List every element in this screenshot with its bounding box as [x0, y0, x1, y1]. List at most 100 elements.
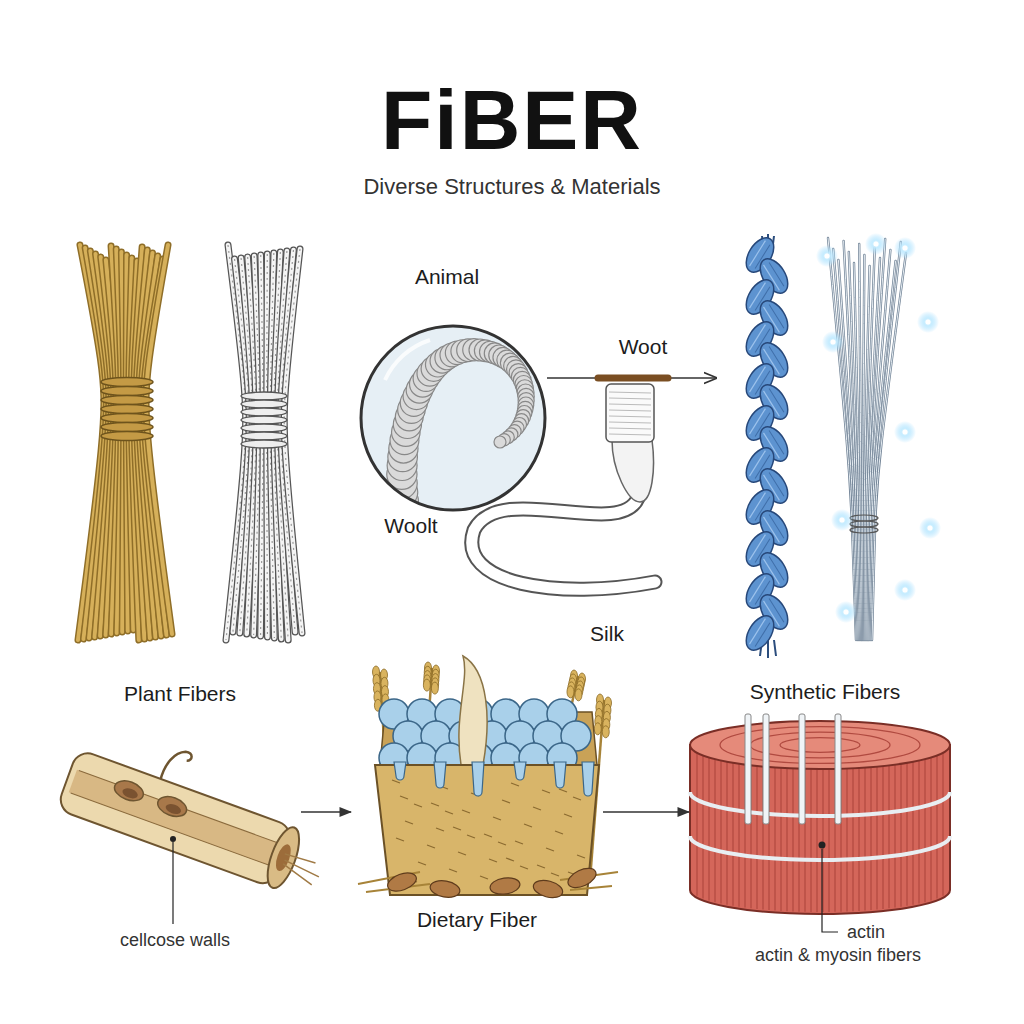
optical-tie [850, 527, 878, 533]
muscle-striation [924, 759, 925, 902]
wheat-grain [567, 686, 574, 698]
braid-strand [741, 611, 780, 655]
leader-dot [170, 836, 176, 842]
spool-thread [609, 434, 651, 435]
light-point [928, 526, 933, 531]
seed [429, 879, 461, 900]
light-point [831, 340, 836, 345]
light-glow [831, 509, 853, 531]
tube-body [56, 749, 294, 888]
rope-wrap [241, 392, 287, 400]
synthetic-rod [799, 714, 805, 824]
light-glow [894, 579, 916, 601]
muscle-striation [912, 762, 913, 905]
muscle-striation [732, 763, 733, 906]
plant-fiber-tube [56, 717, 343, 902]
lens-background [361, 326, 545, 510]
muscle-striation [702, 755, 703, 898]
muscle-striation [756, 766, 757, 909]
part-label: Woot [619, 335, 668, 359]
leader-dot [819, 842, 826, 849]
spool-rod [598, 375, 668, 382]
muscle-striation [906, 763, 907, 906]
basket-texture [573, 797, 581, 800]
rope-fiber-bundle [226, 245, 302, 640]
muscle-striation [930, 757, 931, 900]
light-point [844, 610, 849, 615]
gel-drip [472, 762, 484, 796]
basket-texture [502, 800, 510, 803]
rope-strand [284, 249, 302, 633]
muscle-striation [792, 768, 793, 911]
rope-wrap [241, 424, 287, 432]
light-glow [894, 421, 916, 443]
part-label: Woolt [384, 514, 437, 538]
braid-segment [741, 611, 780, 655]
basket-texture [400, 796, 408, 799]
muscle-striation [882, 766, 883, 909]
basket-texture [484, 834, 492, 837]
light-glow [822, 331, 844, 353]
muscle-striation [828, 769, 829, 912]
rope-wrap [241, 440, 287, 448]
basket-texture [414, 804, 422, 807]
rope-wrap [241, 432, 287, 440]
basket-texture [405, 821, 413, 824]
braid-stripe [755, 623, 770, 647]
part-label: actin & myosin fibers [755, 945, 921, 966]
basket-texture [551, 873, 559, 876]
dietary-fiber-illustration [358, 656, 618, 901]
muscle-striation [888, 765, 889, 908]
spool-body [606, 384, 654, 442]
optical-strand [871, 242, 901, 640]
muscle-striation [942, 753, 943, 896]
basket-texture [427, 845, 435, 848]
light-glow [917, 311, 939, 333]
pointer-arrow [547, 377, 716, 379]
basket-texture [520, 866, 528, 869]
muscle-striation [870, 767, 871, 910]
synthetic-rod [835, 714, 841, 824]
light-point [903, 246, 908, 251]
basket-texture [498, 842, 506, 845]
muscle-striation [918, 761, 919, 904]
muscle-striation [816, 769, 817, 912]
light-glow [865, 233, 887, 255]
muscle-bundle [690, 714, 950, 914]
optical-tie [850, 521, 878, 527]
spool-thread [609, 410, 651, 411]
basket-texture [546, 848, 554, 851]
gel-drip [554, 762, 566, 788]
gel-drip [582, 762, 594, 796]
cell-pore-inner [164, 802, 182, 816]
cell-pore [155, 793, 189, 820]
illustration-root [56, 233, 950, 932]
illustration-group: Dietary Fiber [352, 648, 602, 936]
basket-front [375, 765, 599, 895]
tube-wall [69, 770, 286, 868]
group-heading: Dietary Fiber [417, 908, 537, 932]
part-label: cellcose walls [120, 930, 230, 951]
muscle-striation [714, 759, 715, 902]
light-point [903, 430, 908, 435]
plant-leaf [459, 656, 487, 770]
light-point [903, 588, 908, 593]
illustration-group: Plant Fibers [60, 678, 300, 878]
fiber-strand [146, 245, 172, 634]
tube-lumen [273, 842, 294, 872]
gel-drip [514, 762, 526, 780]
seed [531, 877, 564, 900]
spool-thread [609, 422, 651, 423]
seed [385, 869, 419, 894]
braid-stripe [750, 619, 766, 644]
leader-line [822, 849, 838, 932]
leader-line [172, 842, 173, 924]
wheat-grain [594, 723, 601, 735]
loose-fibers [278, 852, 323, 886]
muscle-ring [780, 738, 860, 753]
basket-texture [458, 852, 466, 855]
wheat-grain [602, 726, 609, 738]
cell-pore [112, 777, 146, 804]
muscle-striation [894, 765, 895, 908]
